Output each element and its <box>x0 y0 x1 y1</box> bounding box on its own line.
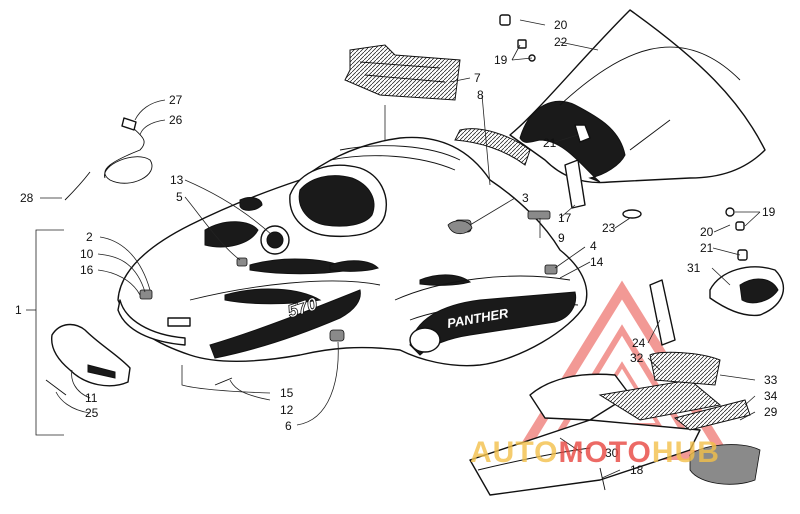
cable-assembly <box>64 117 153 201</box>
hood-stripe-outline <box>189 280 381 301</box>
hood-nose <box>117 299 186 346</box>
hood-intake-left <box>204 221 259 248</box>
windshield-seal-17 <box>564 159 586 209</box>
callout-14: 14 <box>590 255 604 269</box>
callout-15: 15 <box>280 386 294 400</box>
callout-28: 28 <box>20 191 34 205</box>
hood-ridge-lower <box>329 155 456 171</box>
leader-lines <box>40 19 761 479</box>
hood-right-panel-line <box>394 275 571 301</box>
callout-4: 4 <box>590 239 597 253</box>
windshield-22 <box>509 9 766 184</box>
callout-30: 30 <box>605 446 619 460</box>
callout-19-right: 19 <box>762 205 776 219</box>
console-strip-8 <box>454 128 531 166</box>
headlight-trim-11-slot <box>87 364 116 379</box>
callout-20-top: 20 <box>554 18 568 32</box>
top-mat-7 <box>344 44 461 101</box>
callout-13: 13 <box>170 173 184 187</box>
hood-louver-4 <box>419 274 472 286</box>
callout-29: 29 <box>764 405 778 419</box>
callout-20-right: 20 <box>700 225 714 239</box>
hood-louver-3 <box>329 260 379 272</box>
hood-pad-9 <box>527 210 551 220</box>
mirror-31-glass <box>739 278 779 304</box>
callout-25: 25 <box>85 406 99 420</box>
callout-10: 10 <box>80 247 94 261</box>
hood-front-badge <box>167 317 191 327</box>
fasteners-right <box>725 207 748 261</box>
hood-clip-3 <box>544 264 558 275</box>
watermark-moto: MOTO <box>558 436 651 469</box>
callout-9: 9 <box>558 231 565 245</box>
headlight-trim-11 <box>51 323 131 387</box>
hood-emblem <box>260 225 290 255</box>
callout-19-top: 19 <box>494 53 508 67</box>
callout-26: 26 <box>169 113 183 127</box>
watermark-hub: HUB <box>652 436 720 469</box>
hood-side-stripe <box>209 289 361 359</box>
callout-18: 18 <box>630 463 644 477</box>
callout-32: 32 <box>630 351 644 365</box>
callout-27: 27 <box>169 93 183 107</box>
callout-1: 1 <box>15 303 22 317</box>
windshield-grommet-23 <box>622 209 642 219</box>
callout-31: 31 <box>687 261 701 275</box>
callout-3: 3 <box>522 191 529 205</box>
footrest-assembly <box>469 279 761 496</box>
callout-21-top: 21 <box>543 136 557 150</box>
bracket-1 <box>35 229 64 436</box>
callout-2: 2 <box>86 230 93 244</box>
hood-intake-left-small <box>239 197 263 211</box>
callout-8: 8 <box>477 88 484 102</box>
callout-34: 34 <box>764 389 778 403</box>
panther-decal: PANTHER <box>409 291 577 356</box>
hood-ridge <box>339 145 461 161</box>
callout-23: 23 <box>602 221 616 235</box>
callout-22: 22 <box>554 35 568 49</box>
hood-plug-3 <box>447 220 473 235</box>
callout-24: 24 <box>632 336 646 350</box>
callout-12: 12 <box>280 403 294 417</box>
callout-labels: 1 2 3 4 5 6 7 8 9 10 11 12 13 14 15 16 1… <box>15 18 778 477</box>
watermark-text: AUTOMOTOHUB <box>470 436 720 469</box>
callout-21-right: 21 <box>700 241 714 255</box>
hood-clip-4 <box>329 329 345 342</box>
callout-11: 11 <box>85 391 98 405</box>
screw-12 <box>214 377 233 386</box>
callout-17: 17 <box>558 211 572 225</box>
hood-clip-1 <box>139 289 153 300</box>
callout-6: 6 <box>285 419 292 433</box>
hood-louver-2 <box>224 288 322 305</box>
callout-7: 7 <box>474 71 481 85</box>
callout-33: 33 <box>764 373 778 387</box>
svg-text:AUTOMOTOHUB: AUTOMOTOHUB <box>470 436 720 469</box>
hood-assembly: 570 PANTHER <box>117 136 588 367</box>
watermark-auto: AUTO <box>470 436 558 469</box>
hood-vent-opening <box>298 175 375 227</box>
screw-25 <box>45 379 67 396</box>
callout-5: 5 <box>176 190 183 204</box>
callout-16: 16 <box>80 263 94 277</box>
fasteners-top <box>499 14 591 143</box>
